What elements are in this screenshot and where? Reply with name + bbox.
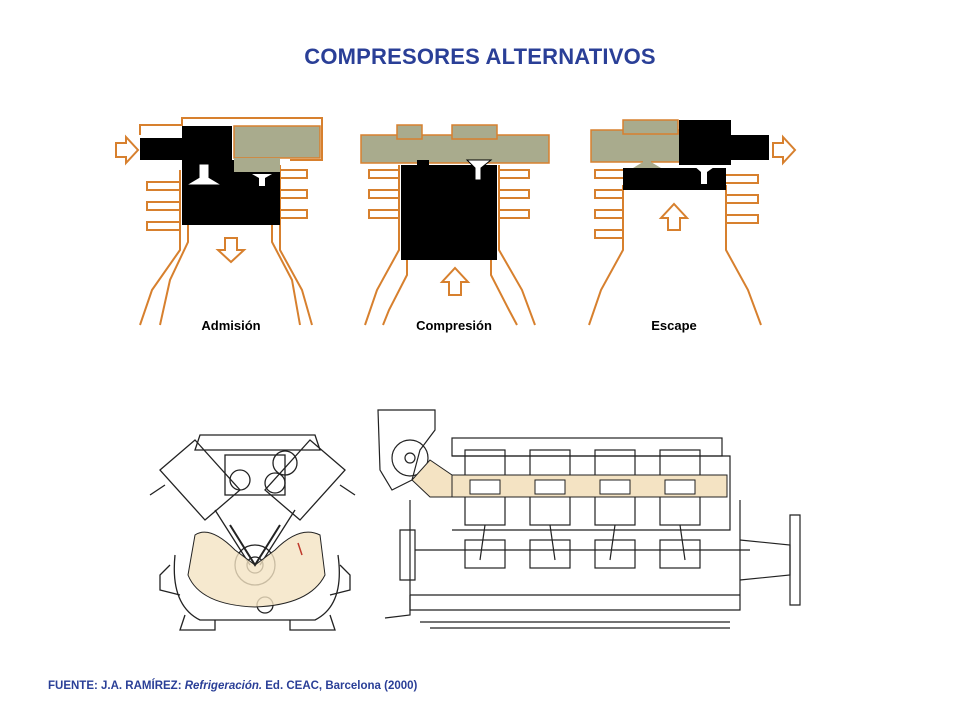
source-citation: FUENTE: J.A. RAMÍREZ: Refrigeración. Ed.… [48,680,417,692]
page-title: COMPRESORES ALTERNATIVOS [304,44,656,69]
compression-cylinder-diagram [360,124,550,326]
stage-label-exhaust: Escape [651,318,697,333]
exhaust-cylinder-diagram [588,119,797,326]
admission-cylinder-diagram [115,117,323,326]
source-book-title: Refrigeración. [184,680,263,692]
source-prefix: FUENTE: J.A. RAMÍREZ: [48,680,185,692]
stage-label-admission: Admisión [201,318,261,333]
multi-cylinder-compressor-section [377,409,801,629]
source-suffix: Ed. CEAC, Barcelona (2000) [262,680,418,692]
stage-label-compression: Compresión [416,318,492,333]
v-compressor-cross-section [149,434,356,631]
